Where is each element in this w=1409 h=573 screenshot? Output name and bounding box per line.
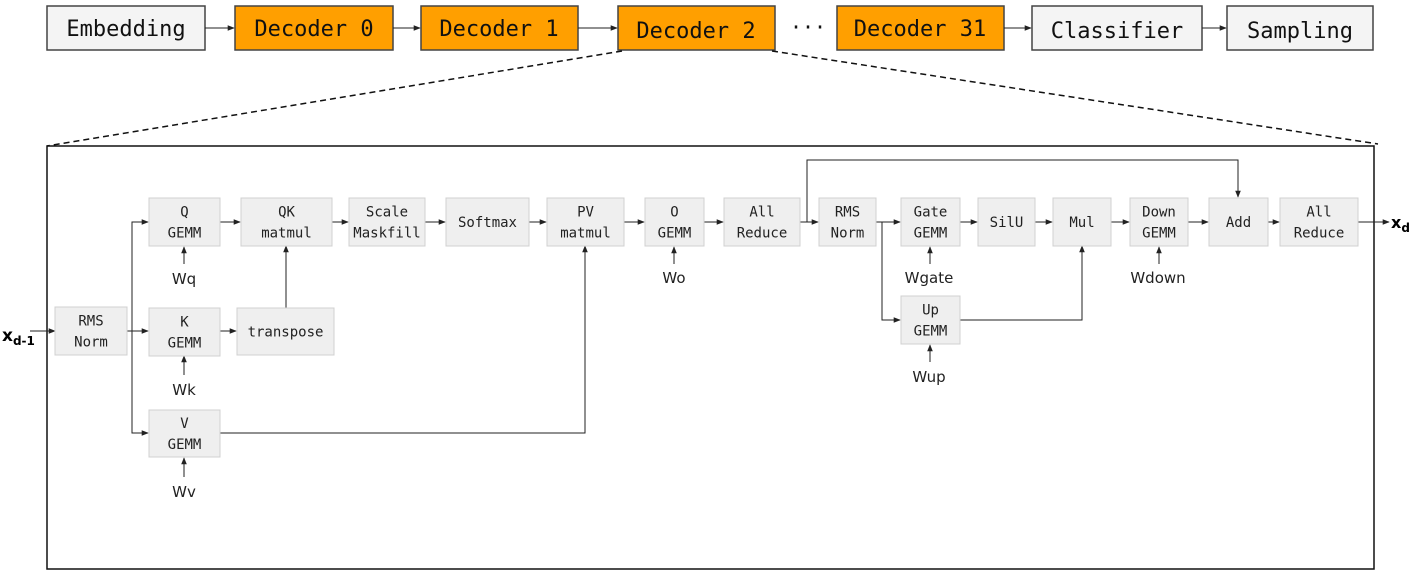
zoom-line-right [771,50,1379,145]
detail-edges [30,159,1390,477]
decoder-detail-frame [46,145,1375,570]
node-transpose: transpose [236,307,335,356]
node-rms-norm-1-line-1: Norm [74,335,108,351]
weight-wup: Wup [912,368,945,386]
node-gate-gemm-line-0: Gate [914,205,948,221]
detail-nodes: RMS Norm Q GEMM K GEMM V GEMM transpose QK matmul S… [54,197,1359,458]
embedding-block: Embedding [46,5,206,51]
node-up-gemm-line-0: Up [922,303,939,319]
node-o-gemm-line-0: O [670,205,678,221]
input-subscript: d-1 [13,334,35,348]
node-v-gemm-line-1: GEMM [168,437,202,453]
node-q-gemm: Q GEMM [148,197,221,247]
node-down-gemm-line-1: GEMM [1142,226,1176,242]
classifier-label: Classifier [1051,19,1183,44]
weight-wdown: Wdown [1130,269,1185,287]
node-k-gemm-line-1: GEMM [168,336,202,352]
output-subscript: d [1401,221,1409,235]
node-rms-norm-1: RMS Norm [54,306,128,356]
decoder-31-block: Decoder 31 [836,5,1005,51]
weight-wv: Wv [172,483,196,501]
input-label: xd-1 [2,326,35,348]
decoder-1-label: Decoder 1 [439,17,558,42]
weight-wk: Wk [172,381,196,399]
input-main: x [2,326,13,346]
node-gate-gemm-line-1: GEMM [914,226,948,242]
node-v-gemm: V GEMM [148,409,221,458]
node-scale-maskfill-line-0: Scale [366,205,408,221]
node-add: Add [1208,197,1269,247]
node-qk-matmul-line-0: QK [278,205,295,221]
node-all-reduce-1-line-0: All [749,205,774,221]
node-q-gemm-line-1: GEMM [168,226,202,242]
node-rms-norm-2-line-0: RMS [835,205,860,221]
node-mul-line-0: Mul [1069,215,1094,231]
node-k-gemm: K GEMM [148,307,221,357]
node-silu: SilU [977,197,1036,247]
weight-wo: Wo [662,269,685,287]
node-scale-maskfill-line-1: Maskfill [353,226,420,242]
node-rms-norm-2: RMS Norm [818,197,877,247]
decoder-31-label: Decoder 31 [854,17,986,42]
node-all-reduce-1-line-1: Reduce [737,226,788,242]
node-pv-matmul-line-0: PV [577,205,594,221]
node-qk-matmul-line-1: matmul [261,226,312,242]
weight-wgate: Wgate [905,269,954,287]
ellipsis: ··· [790,15,826,39]
zoom-line-left [46,50,623,147]
node-rms-norm-1-line-0: RMS [78,314,103,330]
decoder-0-label: Decoder 0 [254,17,373,42]
node-add-line-0: Add [1226,215,1251,231]
node-mul: Mul [1052,197,1112,247]
node-pv-matmul-line-1: matmul [560,226,611,242]
sampling-block: Sampling [1226,5,1374,51]
node-softmax: Softmax [445,197,530,247]
node-rms-norm-2-line-1: Norm [831,226,865,242]
node-v-gemm-line-0: V [180,416,189,432]
node-qk-matmul: QK matmul [240,197,333,247]
output-main: x [1391,213,1402,232]
node-all-reduce-2-line-0: All [1306,205,1331,221]
node-up-gemm-line-1: GEMM [914,324,948,340]
ellipsis-text: ··· [790,15,826,39]
embedding-label: Embedding [66,17,185,42]
decoder-2-label: Decoder 2 [636,19,755,44]
node-q-gemm-line-0: Q [180,205,188,221]
node-o-gemm-line-1: GEMM [658,226,692,242]
node-all-reduce-2-line-1: Reduce [1294,226,1345,242]
decoder-0-block: Decoder 0 [234,5,394,51]
node-pv-matmul: PV matmul [546,197,625,247]
weight-wq: Wq [172,270,196,288]
node-silu-line-0: SilU [990,215,1024,231]
output-label: xd [1391,213,1409,235]
node-down-gemm-line-0: Down [1142,205,1176,221]
sampling-label: Sampling [1247,19,1353,44]
node-o-gemm: O GEMM [644,197,705,247]
decoder-1-block: Decoder 1 [420,5,579,51]
classifier-block: Classifier [1031,5,1203,51]
decoder-2-block: Decoder 2 [617,5,776,51]
node-softmax-line-0: Softmax [458,215,517,231]
node-transpose-line-0: transpose [248,325,324,341]
node-k-gemm-line-0: K [180,315,189,331]
